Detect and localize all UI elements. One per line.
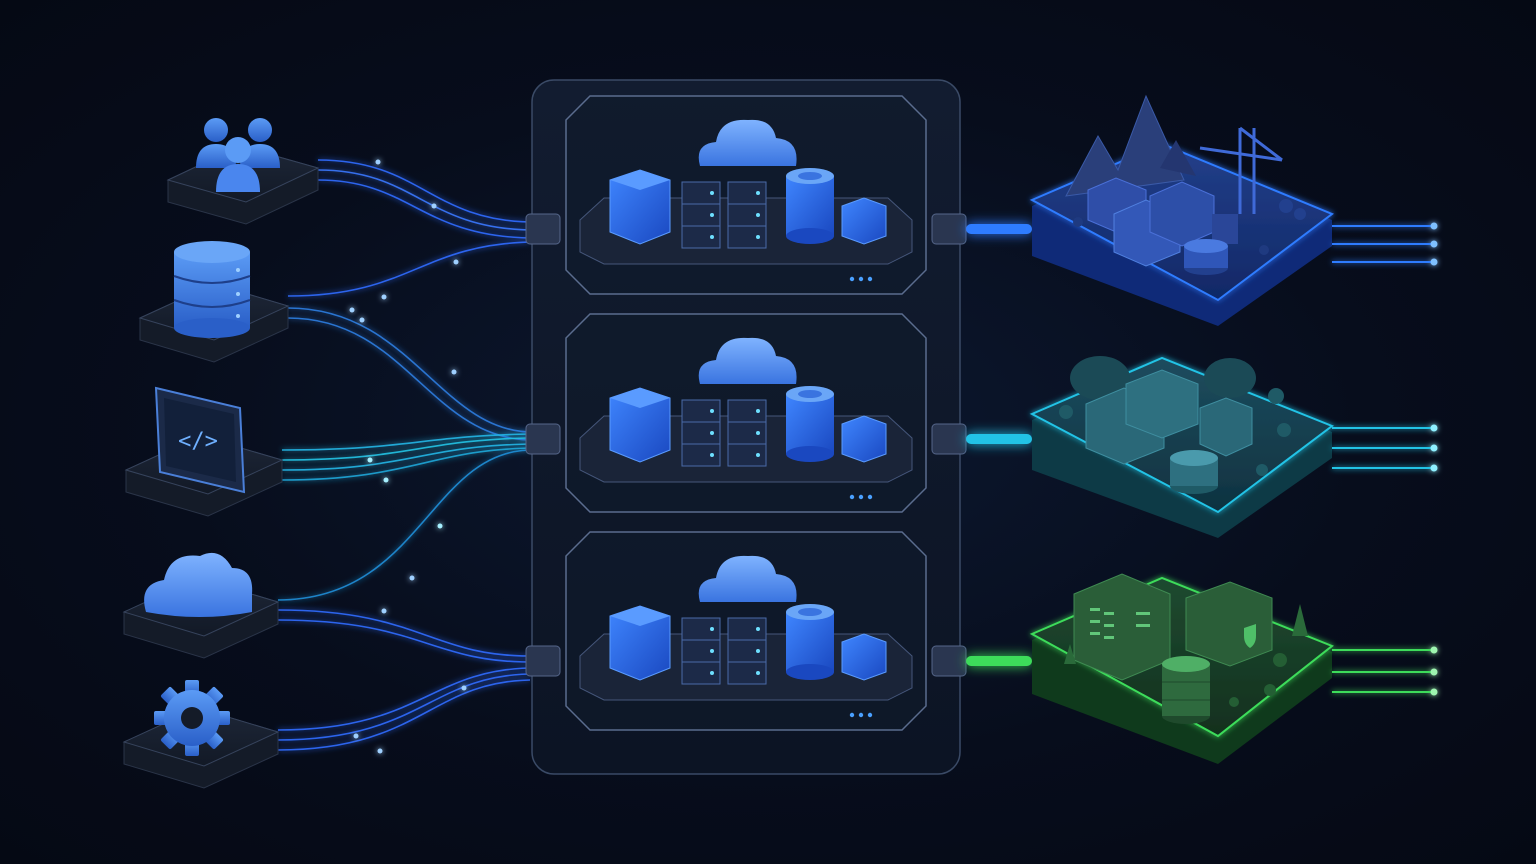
shield-icon	[1244, 624, 1256, 648]
glow-dot	[375, 159, 381, 165]
cloud-icon	[698, 555, 797, 602]
server-rack-icon	[681, 181, 721, 249]
cloud-icon	[698, 119, 797, 166]
cloud-icon	[698, 337, 797, 384]
environment-blue	[1029, 94, 1438, 326]
connection-line	[281, 437, 531, 461]
glow-dot	[377, 748, 383, 754]
small-cube-icon	[841, 633, 887, 681]
connection-line	[287, 307, 531, 433]
users-icon	[196, 118, 280, 192]
source-connection-lines	[277, 159, 531, 751]
source-tile-gear	[122, 680, 280, 789]
connection-line	[317, 159, 531, 223]
server-rack-icon	[681, 617, 721, 685]
gear-icon	[154, 680, 230, 756]
output-dot	[1430, 646, 1438, 654]
environment-green	[1029, 573, 1438, 764]
environment-teal	[1029, 356, 1438, 538]
storage-cube-icon	[609, 387, 671, 463]
connection-line	[281, 447, 531, 481]
link-cyan	[966, 434, 1032, 444]
glow-dot	[381, 294, 387, 300]
forest-campus-icon	[1059, 356, 1291, 494]
hub-module-2	[565, 313, 927, 513]
glow-dot	[431, 203, 437, 209]
output-dot	[1430, 240, 1438, 248]
connection-line	[317, 169, 531, 231]
link-green	[966, 656, 1032, 666]
source-tile-cloud	[122, 552, 280, 659]
connection-line	[277, 609, 531, 657]
server-rack-icon	[727, 617, 767, 685]
database-icon	[786, 604, 834, 680]
glow-dot	[409, 575, 415, 581]
hub-module-3	[565, 531, 927, 731]
connection-line	[277, 673, 531, 741]
code-icon: </>	[154, 386, 246, 494]
glow-dot	[353, 733, 359, 739]
secure-datacenter-icon	[1064, 573, 1308, 724]
crane-icon	[1199, 126, 1283, 214]
link-blue	[966, 224, 1032, 234]
output-dot	[1430, 258, 1438, 266]
glow-dot	[453, 259, 459, 265]
output-lines	[1332, 222, 1438, 266]
hub-connectors	[525, 213, 967, 677]
database-icon	[173, 241, 251, 338]
small-cube-icon	[841, 415, 887, 463]
central-hub	[525, 79, 967, 775]
connection-line	[277, 619, 531, 663]
connection-line	[277, 667, 531, 731]
hub-module-1	[565, 95, 927, 295]
output-dot	[1430, 222, 1438, 230]
environment-links	[966, 224, 1032, 666]
output-lines	[1332, 424, 1438, 472]
server-rack-icon	[727, 181, 767, 249]
glow-dot	[349, 307, 355, 313]
cloud-icon	[144, 552, 253, 617]
connection-line	[281, 443, 531, 471]
connection-glow-dots	[349, 159, 467, 754]
database-icon	[786, 168, 834, 244]
source-tile-users	[166, 118, 320, 225]
connection-line	[277, 679, 531, 751]
module-status-dots	[849, 276, 873, 282]
source-tile-database	[138, 241, 290, 363]
module-status-dots	[849, 712, 873, 718]
glow-dot	[451, 369, 457, 375]
output-dot	[1430, 444, 1438, 452]
output-dot	[1430, 688, 1438, 696]
storage-cube-icon	[609, 169, 671, 245]
connection-line	[287, 241, 531, 297]
output-dot	[1430, 668, 1438, 676]
connection-line	[317, 179, 531, 239]
glow-dot	[383, 477, 389, 483]
glow-dot	[381, 608, 387, 614]
code-icon-label: </>	[178, 429, 218, 454]
database-icon	[786, 386, 834, 462]
connection-line	[277, 449, 531, 601]
output-dot	[1430, 464, 1438, 472]
glow-dot	[359, 317, 365, 323]
mountain-site-icon	[1065, 94, 1306, 275]
small-cube-icon	[841, 197, 887, 245]
storage-cube-icon	[609, 605, 671, 681]
server-rack-icon	[727, 399, 767, 467]
connection-line	[287, 317, 531, 441]
glow-dot	[461, 685, 467, 691]
glow-dot	[367, 457, 373, 463]
module-status-dots	[849, 494, 873, 500]
server-rack-icon	[681, 399, 721, 467]
connection-line	[281, 433, 531, 451]
output-lines	[1332, 646, 1438, 696]
output-dot	[1430, 424, 1438, 432]
glow-dot	[437, 523, 443, 529]
source-tile-code: </>	[124, 386, 284, 517]
